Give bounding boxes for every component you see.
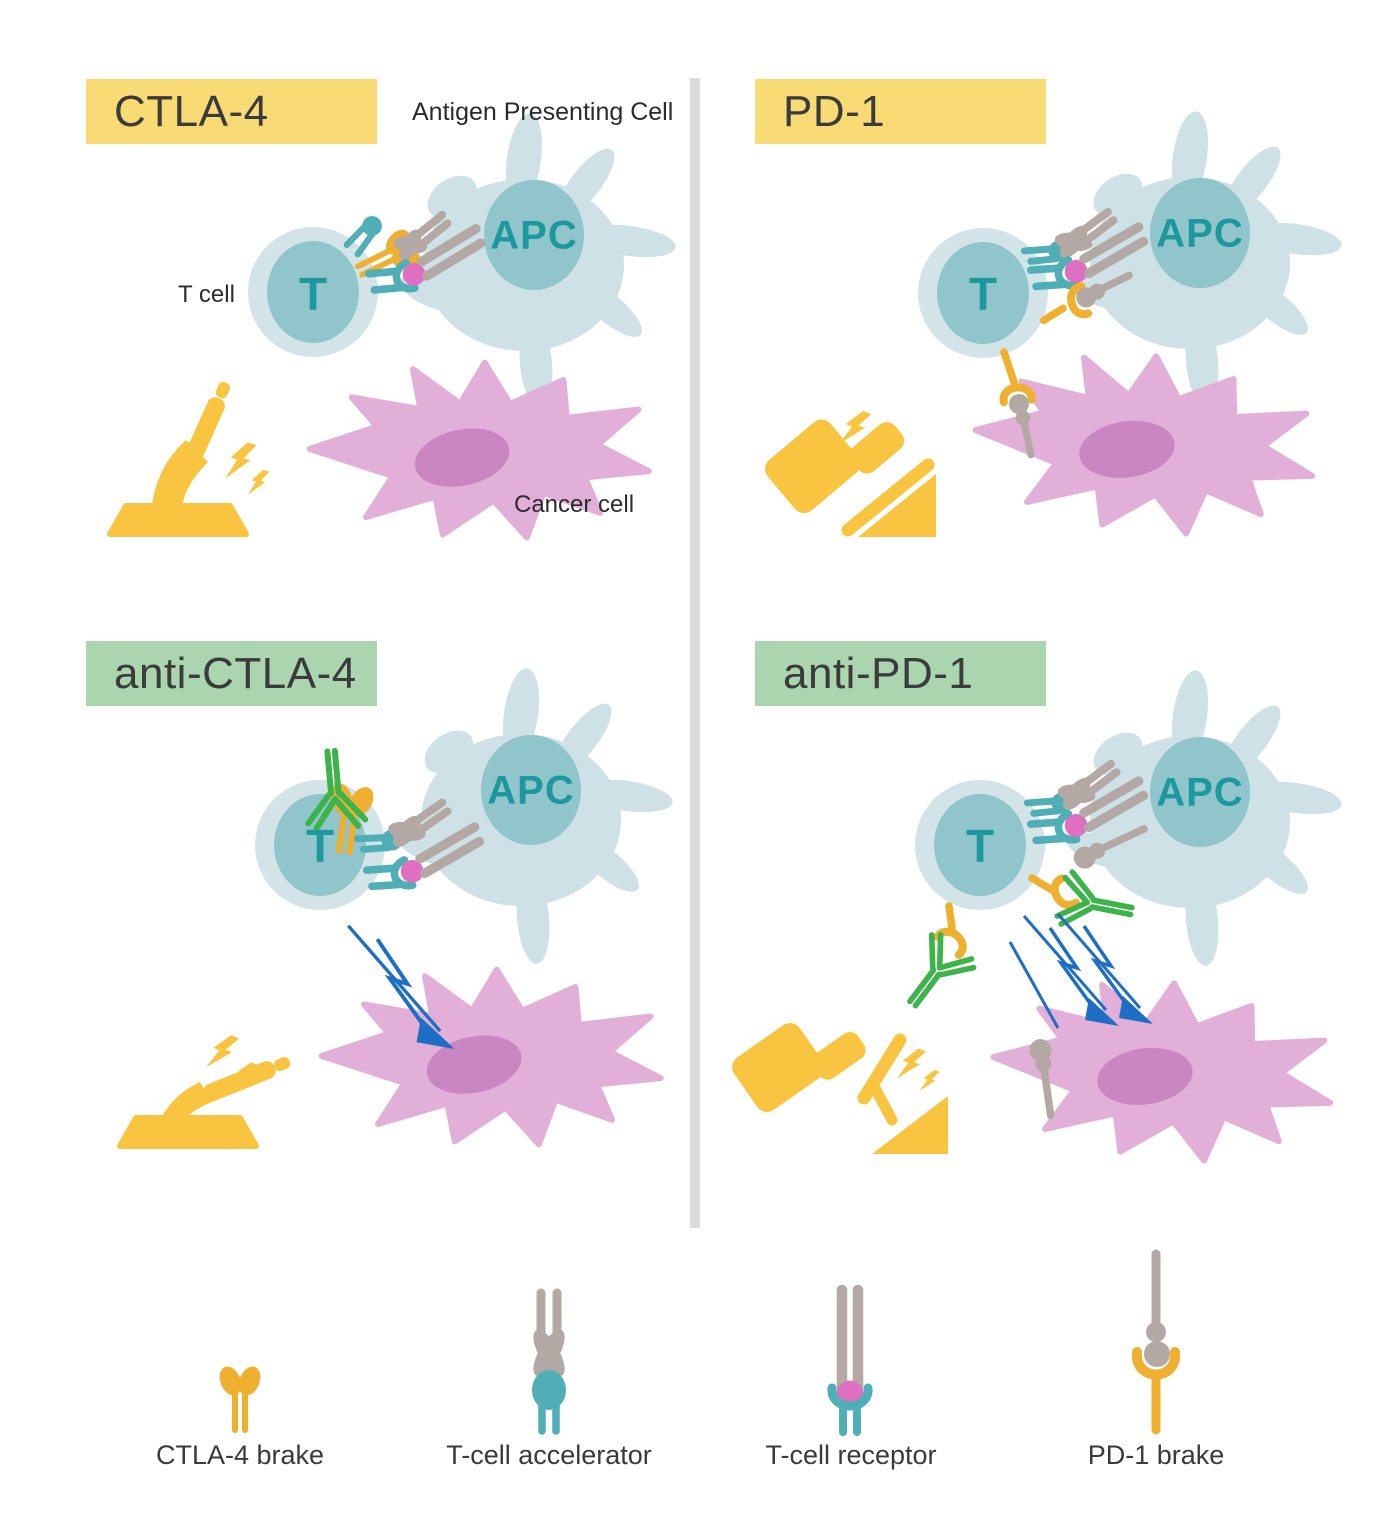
panel-title-ctla4: CTLA-4 xyxy=(86,79,377,144)
panel-ctla4 xyxy=(107,111,678,545)
lightning-bolt-icon xyxy=(918,1067,940,1096)
apc-cell xyxy=(1061,109,1344,409)
pd1-blocked-by-antibody xyxy=(891,902,977,1019)
pd1-receptor-icon xyxy=(1131,1249,1181,1435)
panel-anti-ctla4 xyxy=(117,666,675,1152)
t-label: T xyxy=(965,820,995,872)
cancer-cell xyxy=(972,350,1316,538)
t-cell-receptor-icon xyxy=(827,1284,873,1436)
ctla4-bound-to-ligand xyxy=(350,210,452,291)
lightning-bolt-icon xyxy=(246,467,270,500)
cancer-cell xyxy=(319,964,663,1152)
legend-label-t-cell-accelerator: T-cell accelerator xyxy=(446,1440,652,1470)
apc-label: APC xyxy=(1156,770,1244,815)
panel-title-anti-ctla4: anti-CTLA-4 xyxy=(86,641,377,706)
hand-brake-lever-icon xyxy=(107,381,249,537)
cancer-cell-annotation: Cancer cell xyxy=(514,491,635,518)
apc-annotation: Antigen Presenting Cell xyxy=(412,98,674,126)
t-cell-annotation: T cell xyxy=(178,281,235,308)
pd1-blocked-by-antibody xyxy=(1028,871,1137,938)
accelerator-receptor-icon xyxy=(532,1288,566,1435)
hand-brake-released-icon xyxy=(117,1056,291,1149)
apc-label: APC xyxy=(490,213,578,258)
panel-pd1 xyxy=(765,109,1344,538)
legend-label-ctla4-brake: CTLA-4 brake xyxy=(155,1440,325,1470)
legend-label-pd1-brake: PD-1 brake xyxy=(1087,1440,1225,1470)
gas-pedal-released-icon xyxy=(732,1023,948,1154)
lightning-bolt-icon xyxy=(204,1030,240,1075)
legend-icons xyxy=(216,1249,1181,1436)
pd1-bound-to-pdl1 xyxy=(1039,271,1133,325)
apc-label: APC xyxy=(487,768,575,813)
panel-title-pd1: PD-1 xyxy=(755,79,1046,144)
attack-arrow-icon xyxy=(1008,941,1060,1029)
t-label: T xyxy=(305,820,335,872)
panel-divider xyxy=(690,78,700,1228)
ctla4-receptor-icon xyxy=(216,1363,265,1430)
apc-label: APC xyxy=(1156,211,1244,256)
panel-title-anti-pd1: anti-PD-1 xyxy=(755,641,1046,706)
lightning-bolt-icon xyxy=(223,438,257,485)
apc-cell xyxy=(395,111,678,411)
panel-anti-pd1 xyxy=(732,668,1344,1165)
t-label: T xyxy=(968,268,998,320)
t-label: T xyxy=(298,268,328,320)
legend-label-t-cell-receptor: T-cell receptor xyxy=(765,1440,937,1470)
pd1-binding-cancer-pdl1 xyxy=(1003,348,1032,459)
gas-pedal-pressed-icon xyxy=(765,419,936,537)
